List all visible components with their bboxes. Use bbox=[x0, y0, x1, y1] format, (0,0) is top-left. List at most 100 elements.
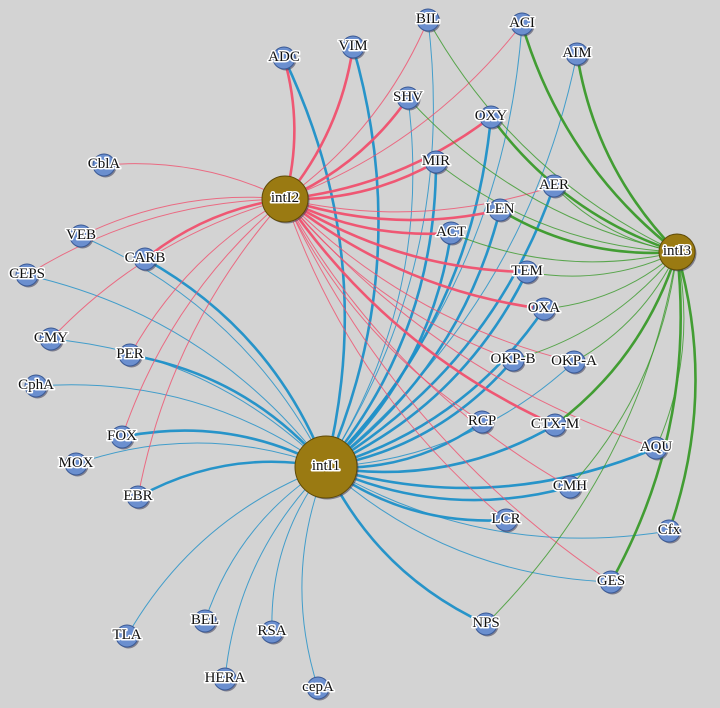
gene-node-bil[interactable]: BIL bbox=[414, 8, 442, 33]
node-label: OXA bbox=[528, 300, 561, 316]
node-label: CMH bbox=[553, 478, 587, 494]
node-circle bbox=[341, 35, 365, 59]
node-circle bbox=[416, 8, 440, 32]
node-circle bbox=[424, 150, 448, 174]
gene-node-mir[interactable]: MIR bbox=[420, 150, 452, 175]
gene-node-cmh[interactable]: CMH bbox=[551, 475, 589, 500]
node-label: EBR bbox=[123, 488, 152, 504]
gene-node-adc[interactable]: ADC bbox=[267, 46, 301, 71]
node-label: VIM bbox=[338, 38, 367, 54]
edge-inti3-cfx bbox=[667, 251, 697, 532]
edge-inti2-veb bbox=[80, 196, 286, 237]
gene-node-okp-b[interactable]: OKP-B bbox=[489, 348, 537, 373]
edge-inti3-oxy bbox=[489, 116, 678, 254]
node-label: RSA bbox=[257, 623, 286, 639]
node-label: LEN bbox=[485, 201, 514, 217]
node-label: intI1 bbox=[312, 458, 340, 474]
gene-node-shv[interactable]: SHV bbox=[391, 86, 425, 111]
edge-inti2-fox bbox=[121, 198, 286, 438]
node-circle bbox=[488, 198, 512, 222]
edge-inti1-tla bbox=[126, 466, 327, 637]
gene-node-aci[interactable]: ACI bbox=[508, 12, 536, 37]
hub-node-inti2[interactable]: intI2 bbox=[261, 175, 310, 224]
gene-node-oxy[interactable]: OXY bbox=[473, 105, 509, 130]
node-circle bbox=[133, 247, 157, 271]
gene-node-tem[interactable]: TEM bbox=[510, 260, 544, 285]
edge-inti2-lcr bbox=[284, 198, 507, 521]
node-label: VEB bbox=[66, 227, 96, 243]
gene-node-hera[interactable]: HERA bbox=[203, 667, 247, 692]
gene-node-aer[interactable]: AER bbox=[538, 174, 571, 199]
gene-node-veb[interactable]: VEB bbox=[65, 224, 98, 249]
node-label: NPS bbox=[472, 615, 500, 631]
gene-node-ceps[interactable]: CEPS bbox=[8, 263, 46, 288]
hub-node-inti3[interactable]: intI3 bbox=[658, 233, 697, 272]
gene-node-nps[interactable]: NPS bbox=[471, 612, 501, 637]
edge-inti2-aqu bbox=[284, 198, 657, 449]
node-label: LCR bbox=[491, 511, 520, 527]
gene-node-lcr[interactable]: LCR bbox=[490, 508, 522, 533]
gene-node-mox[interactable]: MOX bbox=[57, 452, 95, 477]
gene-node-tla[interactable]: TLA bbox=[111, 624, 143, 649]
node-circle bbox=[261, 175, 309, 223]
node-circle bbox=[396, 86, 420, 110]
node-layer: ADC VIM BIL ACI AIM SHV OXY MIR AER LEN ACT TEM OXA O… bbox=[8, 8, 697, 701]
gene-node-ebr[interactable]: EBR bbox=[122, 485, 154, 510]
node-label: CMY bbox=[34, 330, 68, 346]
gene-node-len[interactable]: LEN bbox=[484, 198, 516, 223]
gene-node-rsa[interactable]: RSA bbox=[256, 620, 288, 645]
edge-inti2-cmy bbox=[50, 198, 286, 340]
gene-node-cmy[interactable]: CMY bbox=[32, 327, 70, 352]
edge-inti1-tem bbox=[325, 271, 529, 469]
node-circle bbox=[532, 297, 556, 321]
edge-inti1-act bbox=[325, 232, 453, 468]
gene-node-cpha[interactable]: CphA bbox=[17, 374, 56, 399]
node-circle bbox=[39, 327, 63, 351]
edge-inti2-tem bbox=[284, 197, 528, 274]
edge-inti1-veb bbox=[80, 235, 327, 468]
gene-node-cbla[interactable]: CblA bbox=[86, 153, 122, 178]
gene-node-carb[interactable]: CARB bbox=[123, 247, 167, 272]
node-circle bbox=[306, 676, 330, 700]
node-label: BEL bbox=[191, 612, 219, 628]
node-circle bbox=[494, 508, 518, 532]
node-circle bbox=[193, 609, 217, 633]
edge-inti2-aci bbox=[284, 23, 523, 200]
edge-inti1-mox bbox=[75, 442, 327, 468]
edge-layer bbox=[26, 19, 697, 689]
gene-node-ctx-m[interactable]: CTX-M bbox=[529, 413, 581, 438]
gene-node-aim[interactable]: AIM bbox=[561, 42, 593, 67]
node-label: ADC bbox=[268, 49, 300, 65]
gene-node-aqu[interactable]: AQU bbox=[638, 436, 674, 461]
gene-node-okp-a[interactable]: OKP-A bbox=[550, 350, 599, 375]
edge-inti1-carb bbox=[144, 257, 328, 468]
node-label: intI3 bbox=[663, 243, 691, 259]
gene-node-per[interactable]: PER bbox=[115, 343, 145, 368]
gene-node-vim[interactable]: VIM bbox=[337, 35, 369, 60]
gene-node-oxa[interactable]: OXA bbox=[526, 297, 562, 322]
gene-node-cepa[interactable]: cepA bbox=[301, 676, 335, 701]
node-circle bbox=[92, 153, 116, 177]
gene-node-ges[interactable]: GES bbox=[595, 570, 627, 595]
hub-node-inti1[interactable]: intI1 bbox=[294, 435, 359, 500]
gene-node-fox[interactable]: FOX bbox=[105, 425, 139, 450]
edge-inti1-aqu bbox=[325, 446, 657, 490]
edge-inti2-per bbox=[129, 198, 286, 356]
edge-inti2-bil bbox=[284, 19, 429, 200]
node-label: CphA bbox=[18, 377, 54, 393]
edge-inti3-aqu bbox=[655, 251, 685, 449]
gene-node-act[interactable]: ACT bbox=[435, 221, 468, 246]
node-circle bbox=[644, 436, 668, 460]
node-circle bbox=[115, 624, 139, 648]
node-label: SHV bbox=[393, 89, 423, 105]
gene-node-rcp[interactable]: RCP bbox=[466, 410, 498, 435]
node-label: TLA bbox=[112, 627, 141, 643]
edge-inti3-shv bbox=[407, 97, 678, 253]
gene-node-cfx[interactable]: Cfx bbox=[656, 519, 682, 544]
edge-inti2-oxa bbox=[284, 197, 545, 311]
edge-inti3-cmh bbox=[569, 251, 678, 488]
gene-node-bel[interactable]: BEL bbox=[189, 609, 221, 634]
node-circle bbox=[64, 452, 88, 476]
edge-inti1-cpha bbox=[35, 384, 327, 468]
